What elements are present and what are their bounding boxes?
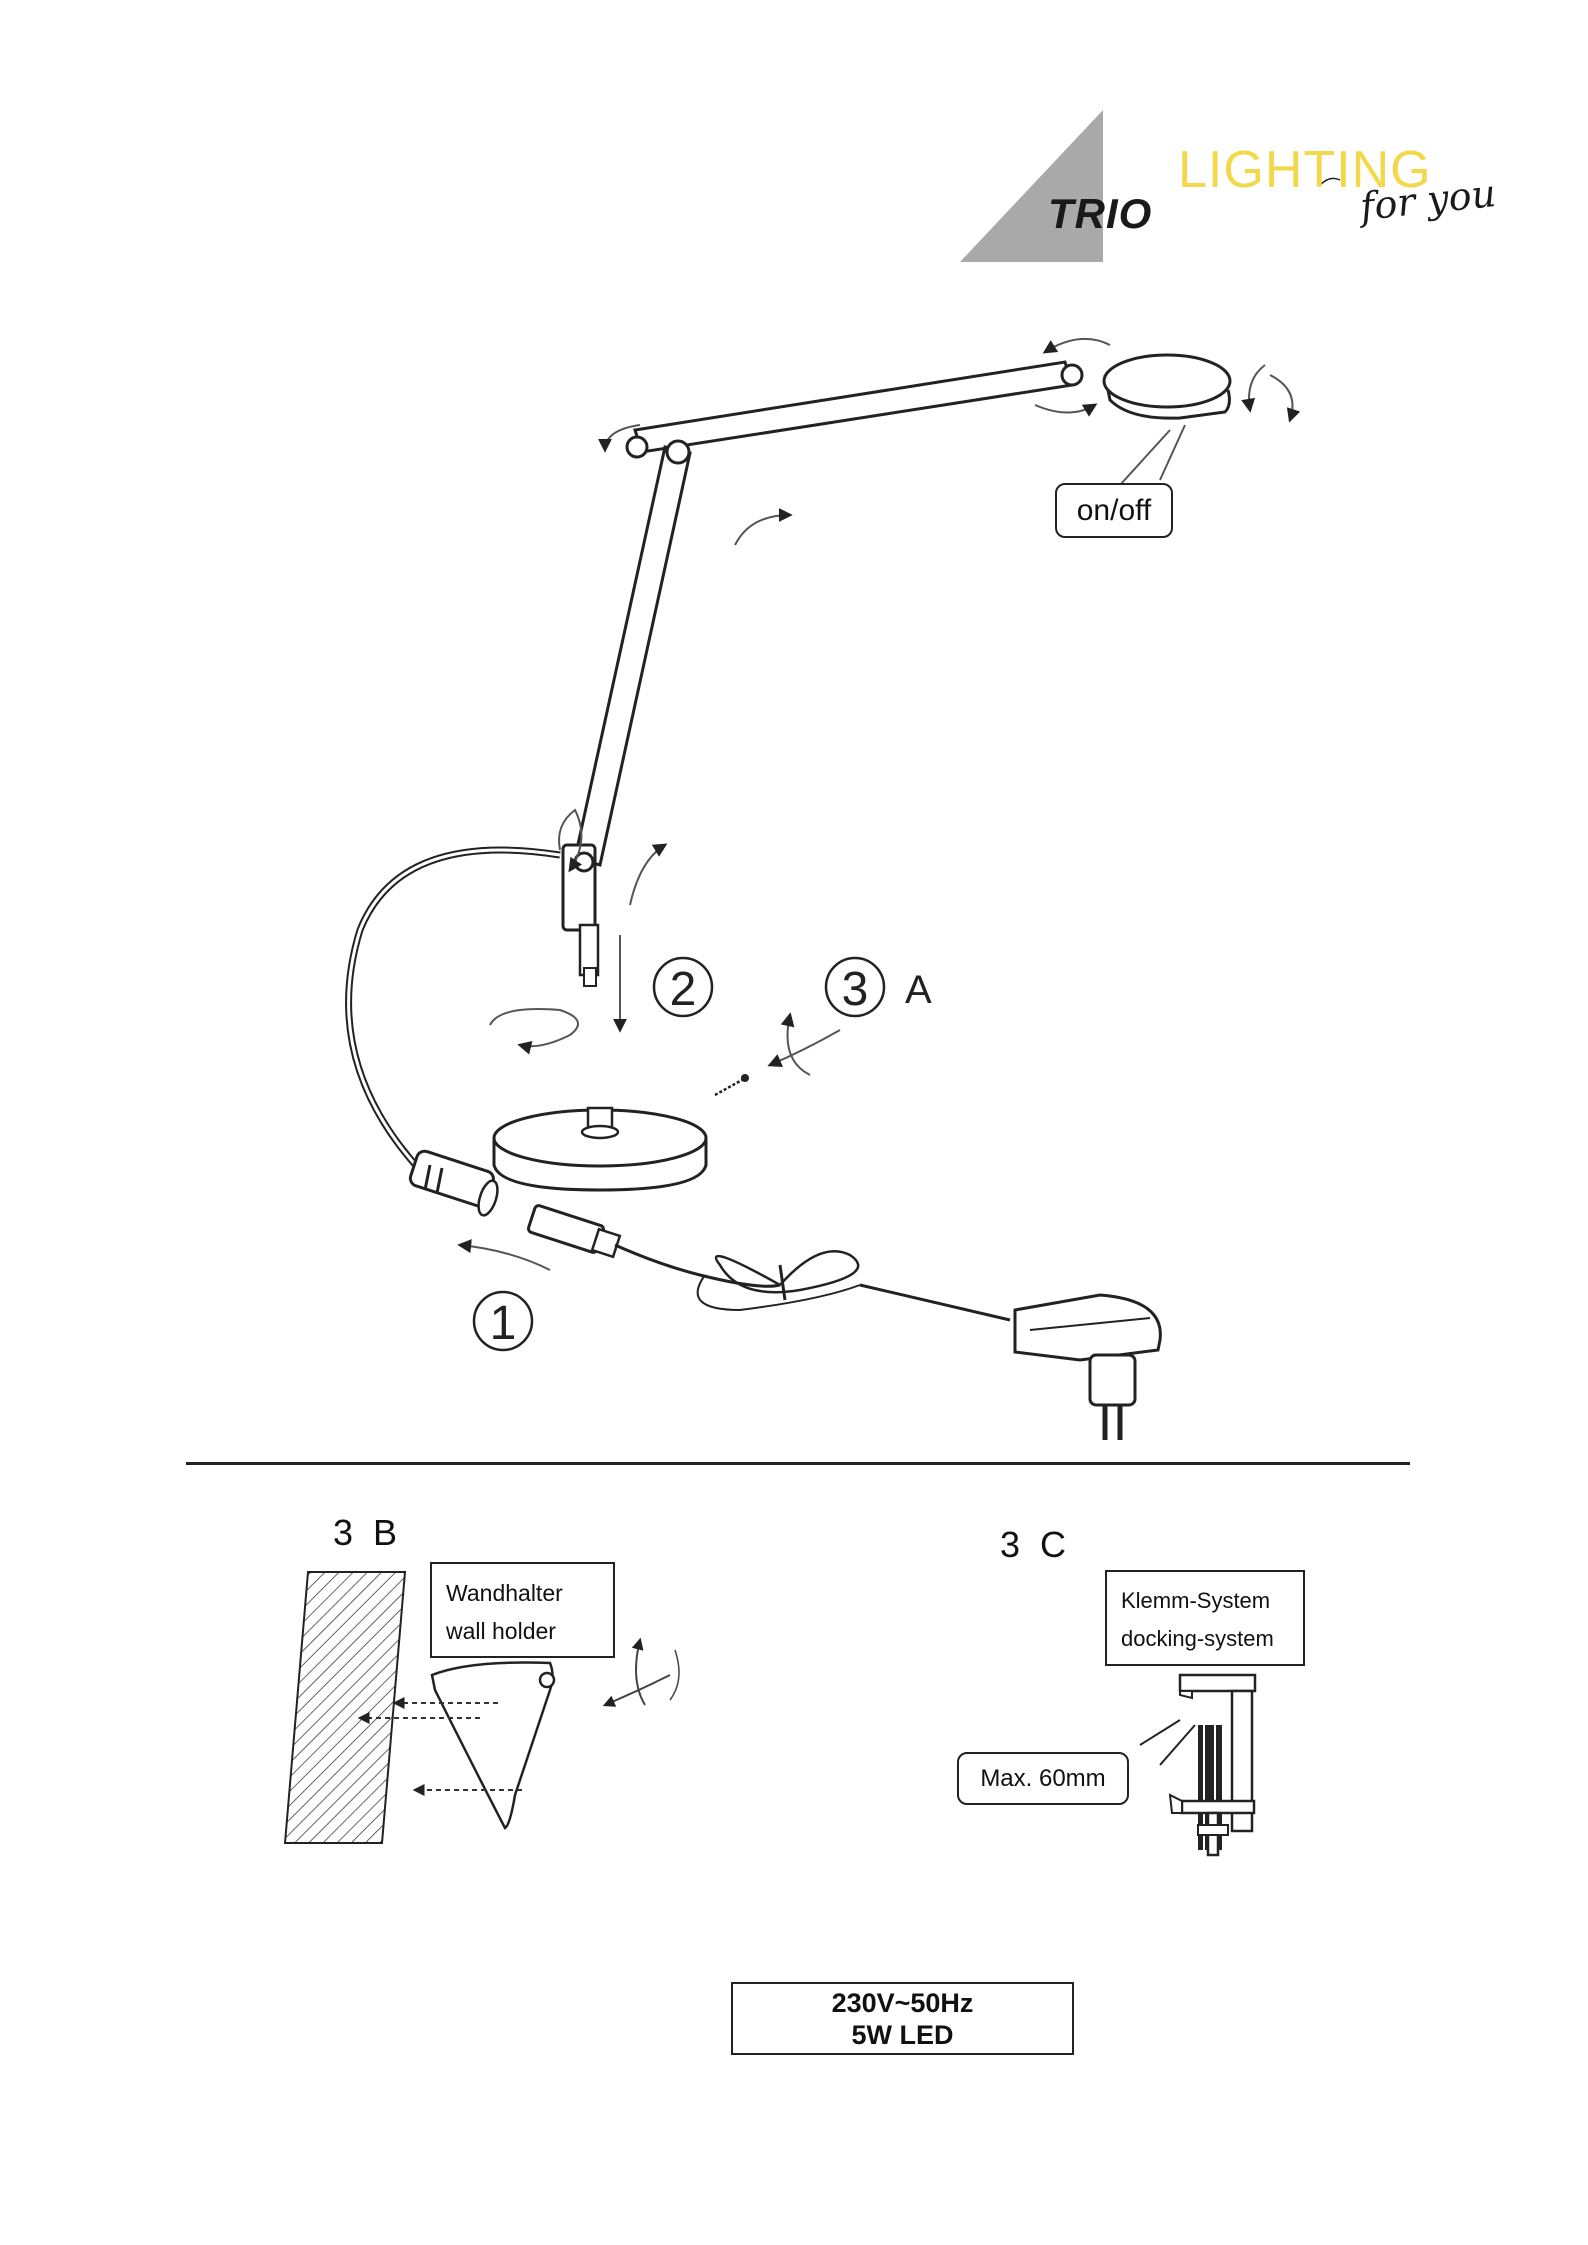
wall-holder-icon bbox=[432, 1663, 553, 1829]
docking-system-label-de: Klemm-System bbox=[1121, 1582, 1289, 1620]
lamp-upper-arm bbox=[627, 362, 1082, 457]
svg-text:3: 3 bbox=[842, 963, 869, 1016]
clamp-icon bbox=[1120, 1665, 1280, 1865]
step-1-marker: 1 bbox=[474, 1292, 532, 1350]
docking-system-label-box: Klemm-System docking-system bbox=[1105, 1570, 1305, 1666]
svg-text:A: A bbox=[905, 968, 932, 1012]
desk-lamp-assembly-diagram: 1 2 3 A bbox=[0, 0, 1588, 1480]
on-off-switch-label: on/off bbox=[1055, 483, 1173, 538]
cable-connector bbox=[408, 1149, 501, 1217]
step-3a-marker: 3 A bbox=[826, 958, 932, 1016]
lamp-base bbox=[494, 1108, 706, 1190]
lamp-lower-arm bbox=[563, 441, 690, 986]
wall-holder-label-en: wall holder bbox=[446, 1612, 599, 1650]
max-clamp-width-label: Max. 60mm bbox=[957, 1752, 1129, 1805]
lamp-head bbox=[1104, 355, 1230, 418]
power-adapter bbox=[527, 1205, 1160, 1440]
svg-text:1: 1 bbox=[490, 1297, 517, 1350]
step-2-marker: 2 bbox=[654, 958, 712, 1016]
section-3b-title: 3 B bbox=[333, 1512, 397, 1554]
section-divider bbox=[186, 1462, 1410, 1465]
wall-icon bbox=[285, 1572, 405, 1843]
screw-icon bbox=[715, 1074, 749, 1095]
docking-system-label-en: docking-system bbox=[1121, 1620, 1289, 1658]
section-3c-title: 3 C bbox=[1000, 1524, 1066, 1566]
spec-power: 5W LED bbox=[851, 2019, 953, 2051]
wall-holder-label-de: Wandhalter bbox=[446, 1574, 599, 1612]
spec-voltage: 230V~50Hz bbox=[832, 1987, 974, 2019]
electrical-spec-box: 230V~50Hz 5W LED bbox=[731, 1982, 1074, 2055]
svg-text:2: 2 bbox=[670, 963, 697, 1016]
wall-holder-label-box: Wandhalter wall holder bbox=[430, 1562, 615, 1658]
